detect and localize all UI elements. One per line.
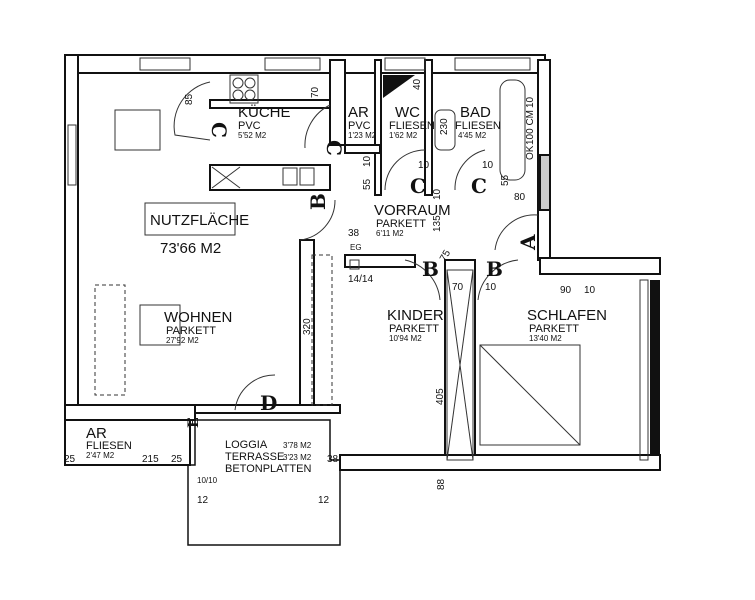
dimension: 10 xyxy=(525,96,536,108)
loggia-label: LOGGIA xyxy=(225,439,268,451)
room-kueche: KÜCHE PVC 5'52 M2 xyxy=(238,103,291,140)
door-label: C xyxy=(410,174,426,198)
room-floor: PARKETT xyxy=(376,218,426,230)
terrasse-label: TERRASSE xyxy=(225,451,284,463)
dimension: 320 xyxy=(302,318,313,335)
dimension: 14/14 xyxy=(348,274,373,285)
door-label: B xyxy=(306,193,330,210)
dimension: 85 xyxy=(184,93,195,105)
room-wc: WC FLIESEN 1'62 M2 xyxy=(389,104,435,140)
terrasse-area: 3'23 M2 xyxy=(283,453,312,462)
windows xyxy=(67,57,649,461)
room-name: KINDER xyxy=(387,307,444,324)
dimension: 38 xyxy=(327,454,339,465)
room-name: KÜCHE xyxy=(238,103,291,121)
dimension: 40 xyxy=(412,78,423,90)
dimension: EG xyxy=(350,243,362,252)
room-floor: PARKETT xyxy=(389,323,439,335)
room-floor: FLIESEN xyxy=(86,440,132,452)
loggia-labels: LOGGIA 3'78 M2 TERRASSE 3'23 M2 BETONPLA… xyxy=(225,439,312,475)
room-name: WC xyxy=(395,104,420,121)
room-area: 13'40 M2 xyxy=(529,334,562,343)
loggia-area: 3'78 M2 xyxy=(283,441,312,450)
room-name: SCHLAFEN xyxy=(527,307,607,324)
dimension: 10 xyxy=(362,155,373,167)
dimension: 80 xyxy=(514,192,526,203)
room-area: 27'92 M2 xyxy=(166,336,199,345)
room-area: 2'47 M2 xyxy=(86,451,115,460)
door-label: E xyxy=(186,417,202,428)
door-label: D xyxy=(260,391,277,415)
room-name: WOHNEN xyxy=(164,309,232,326)
dimension: 10 xyxy=(584,285,596,296)
total-area-box xyxy=(144,202,236,236)
dimension: 25 xyxy=(171,454,183,465)
room-kinder: KINDER PARKETT 10'94 M2 xyxy=(387,307,444,343)
room-floor: PVC xyxy=(348,120,371,132)
room-area: 4'45 M2 xyxy=(458,131,487,140)
door-label: C xyxy=(471,174,487,198)
room-schlafen: SCHLAFEN PARKETT 13'40 M2 xyxy=(527,307,607,343)
room-name: AR xyxy=(86,425,107,442)
room-name: AR xyxy=(348,104,369,121)
room-ar-storage: AR FLIESEN 2'47 M2 xyxy=(86,425,132,460)
dimension: 135 xyxy=(432,215,443,232)
room-area: 1'23 M2 xyxy=(348,131,377,140)
room-floor: FLIESEN xyxy=(455,120,501,132)
door-label: C xyxy=(322,140,346,156)
dimension: 230 xyxy=(439,118,450,135)
door-label: B xyxy=(486,257,503,281)
betonplatten-label: BETONPLATTEN xyxy=(225,463,311,475)
total-area: 73'66 M2 xyxy=(160,240,221,257)
dimension: 70 xyxy=(310,86,321,98)
room-area: 5'52 M2 xyxy=(238,131,267,140)
dimension: 70 xyxy=(452,282,464,293)
room-floor: PARKETT xyxy=(166,325,216,337)
room-vorraum: VORRAUM PARKETT 6'11 M2 xyxy=(374,202,451,238)
dimensions: 85 70 40 230 10 100 CM OK 10 55 10 10 55… xyxy=(64,78,596,506)
room-area: 1'62 M2 xyxy=(389,131,418,140)
room-name: BAD xyxy=(460,104,491,121)
dimension: 25 xyxy=(64,454,76,465)
dimension: 12 xyxy=(197,495,209,506)
dimension: 10 xyxy=(432,188,443,200)
dimension: 88 xyxy=(436,478,447,490)
dimension: 405 xyxy=(435,388,446,405)
loggia xyxy=(65,419,341,546)
door-label: B xyxy=(422,257,439,281)
dimension: 55 xyxy=(362,178,373,190)
door-label: A xyxy=(516,234,540,251)
room-name: VORRAUM xyxy=(374,202,451,219)
room-area: 6'11 M2 xyxy=(376,229,404,238)
door-label: C xyxy=(207,122,231,138)
dimension: 10 xyxy=(418,160,430,171)
room-floor: PVC xyxy=(238,120,261,132)
dimension: 90 xyxy=(560,285,572,296)
door-labels: C C B C C A B B D E xyxy=(186,122,540,428)
room-area: 10'94 M2 xyxy=(389,334,422,343)
dimension: 12 xyxy=(318,495,330,506)
dimension: 10/10 xyxy=(197,476,218,485)
dimension: 55 xyxy=(500,174,511,186)
room-floor: PARKETT xyxy=(529,323,579,335)
dimension: 100 CM xyxy=(525,110,536,145)
dimension: 38 xyxy=(348,228,360,239)
room-wohnen: WOHNEN PARKETT 27'92 M2 xyxy=(164,309,232,345)
total-label: NUTZFLÄCHE xyxy=(150,212,249,229)
dimension: 215 xyxy=(142,454,159,465)
dimension: 10 xyxy=(482,160,494,171)
dimension: 10 xyxy=(485,282,497,293)
dimension: 75 xyxy=(438,248,453,264)
room-ar: AR PVC 1'23 M2 xyxy=(348,104,377,140)
room-floor: FLIESEN xyxy=(389,120,435,132)
dimension: OK xyxy=(525,145,536,160)
fixtures xyxy=(94,74,581,461)
room-bad: BAD FLIESEN 4'45 M2 xyxy=(455,104,501,140)
